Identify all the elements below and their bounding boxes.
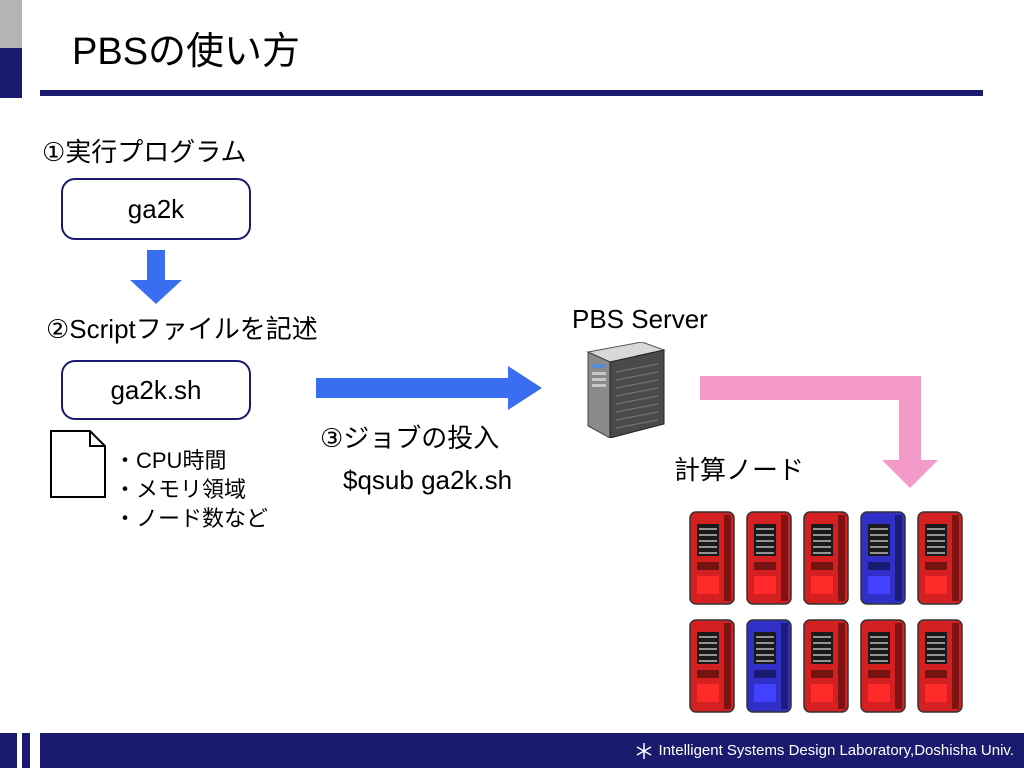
compute-nodes — [689, 511, 963, 713]
step1-label: ①実行プログラム — [42, 137, 247, 167]
footer-stripe — [30, 733, 40, 768]
compute-node-busy — [803, 511, 849, 605]
footer-bar — [0, 733, 1024, 768]
lab-logo-icon — [636, 743, 651, 759]
compute-node-busy — [746, 511, 792, 605]
title-rule — [40, 90, 983, 96]
compute-node-busy — [803, 619, 849, 713]
script-box: ga2k.sh — [61, 360, 251, 420]
server-label: PBS Server — [572, 304, 708, 334]
down-arrow — [130, 250, 182, 304]
title-deco-navy — [0, 48, 22, 98]
script-bullets: ・CPU時間 ・メモリ領域 ・ノード数など — [114, 446, 268, 533]
title-deco-gray — [0, 0, 22, 48]
dispatch-arrow — [700, 376, 938, 488]
step3-label: ③ジョブの投入 — [320, 423, 500, 453]
submit-arrow — [316, 366, 542, 410]
document-icon — [50, 430, 106, 498]
program-box-text: ga2k — [127, 193, 185, 224]
script-box-text: ga2k.sh — [110, 374, 202, 405]
program-box: ga2k — [61, 178, 251, 240]
compute-node-idle — [860, 511, 906, 605]
server-icon — [586, 342, 666, 438]
qsub-command: $qsub ga2k.sh — [343, 465, 513, 495]
step2-label: ②Scriptファイルを記述 — [46, 314, 318, 344]
bullet-nodes: ・ノード数など — [114, 506, 269, 531]
compute-node-busy — [860, 619, 906, 713]
footer-text: Intelligent Systems Design Laboratory,Do… — [658, 742, 1014, 759]
slide-title: PBSの使い方 — [72, 31, 301, 73]
compute-node-busy — [689, 619, 735, 713]
compute-node-busy — [917, 511, 963, 605]
bullet-cpu-time: ・CPU時間 — [114, 448, 227, 473]
nodes-label: 計算ノード — [674, 455, 805, 485]
footer-stripe — [17, 733, 22, 768]
compute-node-busy — [689, 511, 735, 605]
compute-node-busy — [917, 619, 963, 713]
bullet-memory: ・メモリ領域 — [114, 477, 247, 502]
compute-node-idle — [746, 619, 792, 713]
footer: Intelligent Systems Design Laboratory,Do… — [635, 737, 1014, 765]
